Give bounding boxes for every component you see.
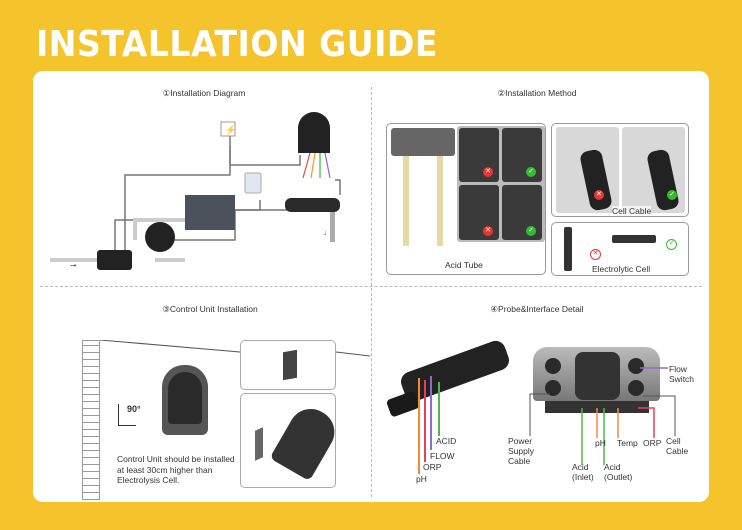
pump-head-image: [391, 128, 455, 156]
tube-photo-wrong: [459, 185, 499, 240]
wrong-icon: ✕: [590, 249, 601, 260]
section-title-diagram: ①Installation Diagram: [162, 88, 246, 98]
cell-cable-label: Cell Cable: [612, 206, 652, 216]
probe-label-ph: pH: [416, 474, 427, 484]
wrong-icon: ✕: [483, 167, 493, 177]
mount-bracket-image: [283, 349, 297, 381]
divider-horizontal: [40, 286, 702, 287]
label-temp: Temp: [617, 438, 638, 448]
electrolytic-cell-panel: ✕ ✓ Electrolytic Cell: [551, 222, 689, 276]
section-title-method: ②Installation Method: [497, 88, 577, 98]
label-acid-inlet: Acid (Inlet): [572, 462, 594, 482]
wrong-icon: ✕: [483, 226, 493, 236]
label-acid-outlet: Acid (Outlet): [604, 462, 633, 482]
port: [628, 358, 644, 374]
cell-vertical-image: [564, 227, 572, 271]
svg-text:⚡: ⚡: [225, 124, 236, 136]
label-flow-switch: Flow Switch: [669, 364, 695, 384]
acid-tube-label: Acid Tube: [445, 260, 483, 270]
probe-label-acid: ACID: [436, 436, 457, 446]
check-icon: ✓: [666, 239, 677, 250]
pump-image: [575, 352, 620, 400]
electrolytic-cell-label: Electrolytic Cell: [592, 264, 651, 274]
check-icon: ✓: [526, 167, 536, 177]
port: [545, 380, 561, 396]
label-ph: pH: [595, 438, 606, 448]
height-note: Control Unit should be installed at leas…: [117, 454, 235, 485]
wall-image: [82, 340, 100, 500]
check-icon: ✓: [667, 190, 677, 200]
orp-pointer: [424, 380, 426, 462]
check-icon: ✓: [526, 226, 536, 236]
interface-strip: [545, 401, 649, 413]
tube-photo-correct: [502, 128, 542, 182]
svg-text:➞: ➞: [70, 261, 77, 270]
section-title-probe: ④Probe&Interface Detail: [490, 304, 584, 314]
tube-image: [403, 156, 409, 246]
unit-back-image: [269, 400, 343, 482]
control-unit-face: [168, 372, 202, 424]
flow-pointer: [430, 376, 432, 450]
wrong-icon: ✕: [594, 190, 604, 200]
svg-text:↓: ↓: [323, 228, 327, 237]
section-title-control-unit: ③Control Unit Installation: [162, 304, 258, 314]
tube-image: [437, 156, 443, 246]
angle-label: 90°: [127, 404, 141, 414]
port: [545, 358, 561, 374]
port: [628, 380, 644, 396]
label-power-supply-cable: Power Supply Cable: [508, 436, 534, 466]
interface-pointers: [529, 367, 676, 465]
tube-photo-correct: [502, 185, 542, 240]
divider-vertical: [371, 87, 372, 497]
bracket-image: [255, 427, 263, 461]
cell-cable-panel: ✕ ✓ Cell Cable: [551, 123, 689, 217]
installation-diagram: ⚡ ➞ ↓: [50, 112, 341, 270]
probe-label-orp: ORP: [423, 462, 442, 472]
acid-pointer: [438, 382, 440, 436]
cell-horizontal-image: [612, 235, 656, 243]
probe-label-flow: FLOW: [430, 451, 455, 461]
page-title: INSTALLATION GUIDE: [36, 24, 438, 65]
inset-mount-panel: [240, 340, 336, 390]
tube-photo-wrong: [459, 128, 499, 182]
acid-tube-panel: ✕ ✓ ✕ ✓ Acid Tube: [386, 123, 546, 275]
wall-line: [100, 340, 370, 357]
label-orp: ORP: [643, 438, 662, 448]
angle-icon: [118, 404, 136, 426]
ph-pointer: [418, 378, 420, 474]
label-cell-cable: Cell Cable: [666, 436, 689, 456]
inset-attach-panel: [240, 393, 343, 488]
